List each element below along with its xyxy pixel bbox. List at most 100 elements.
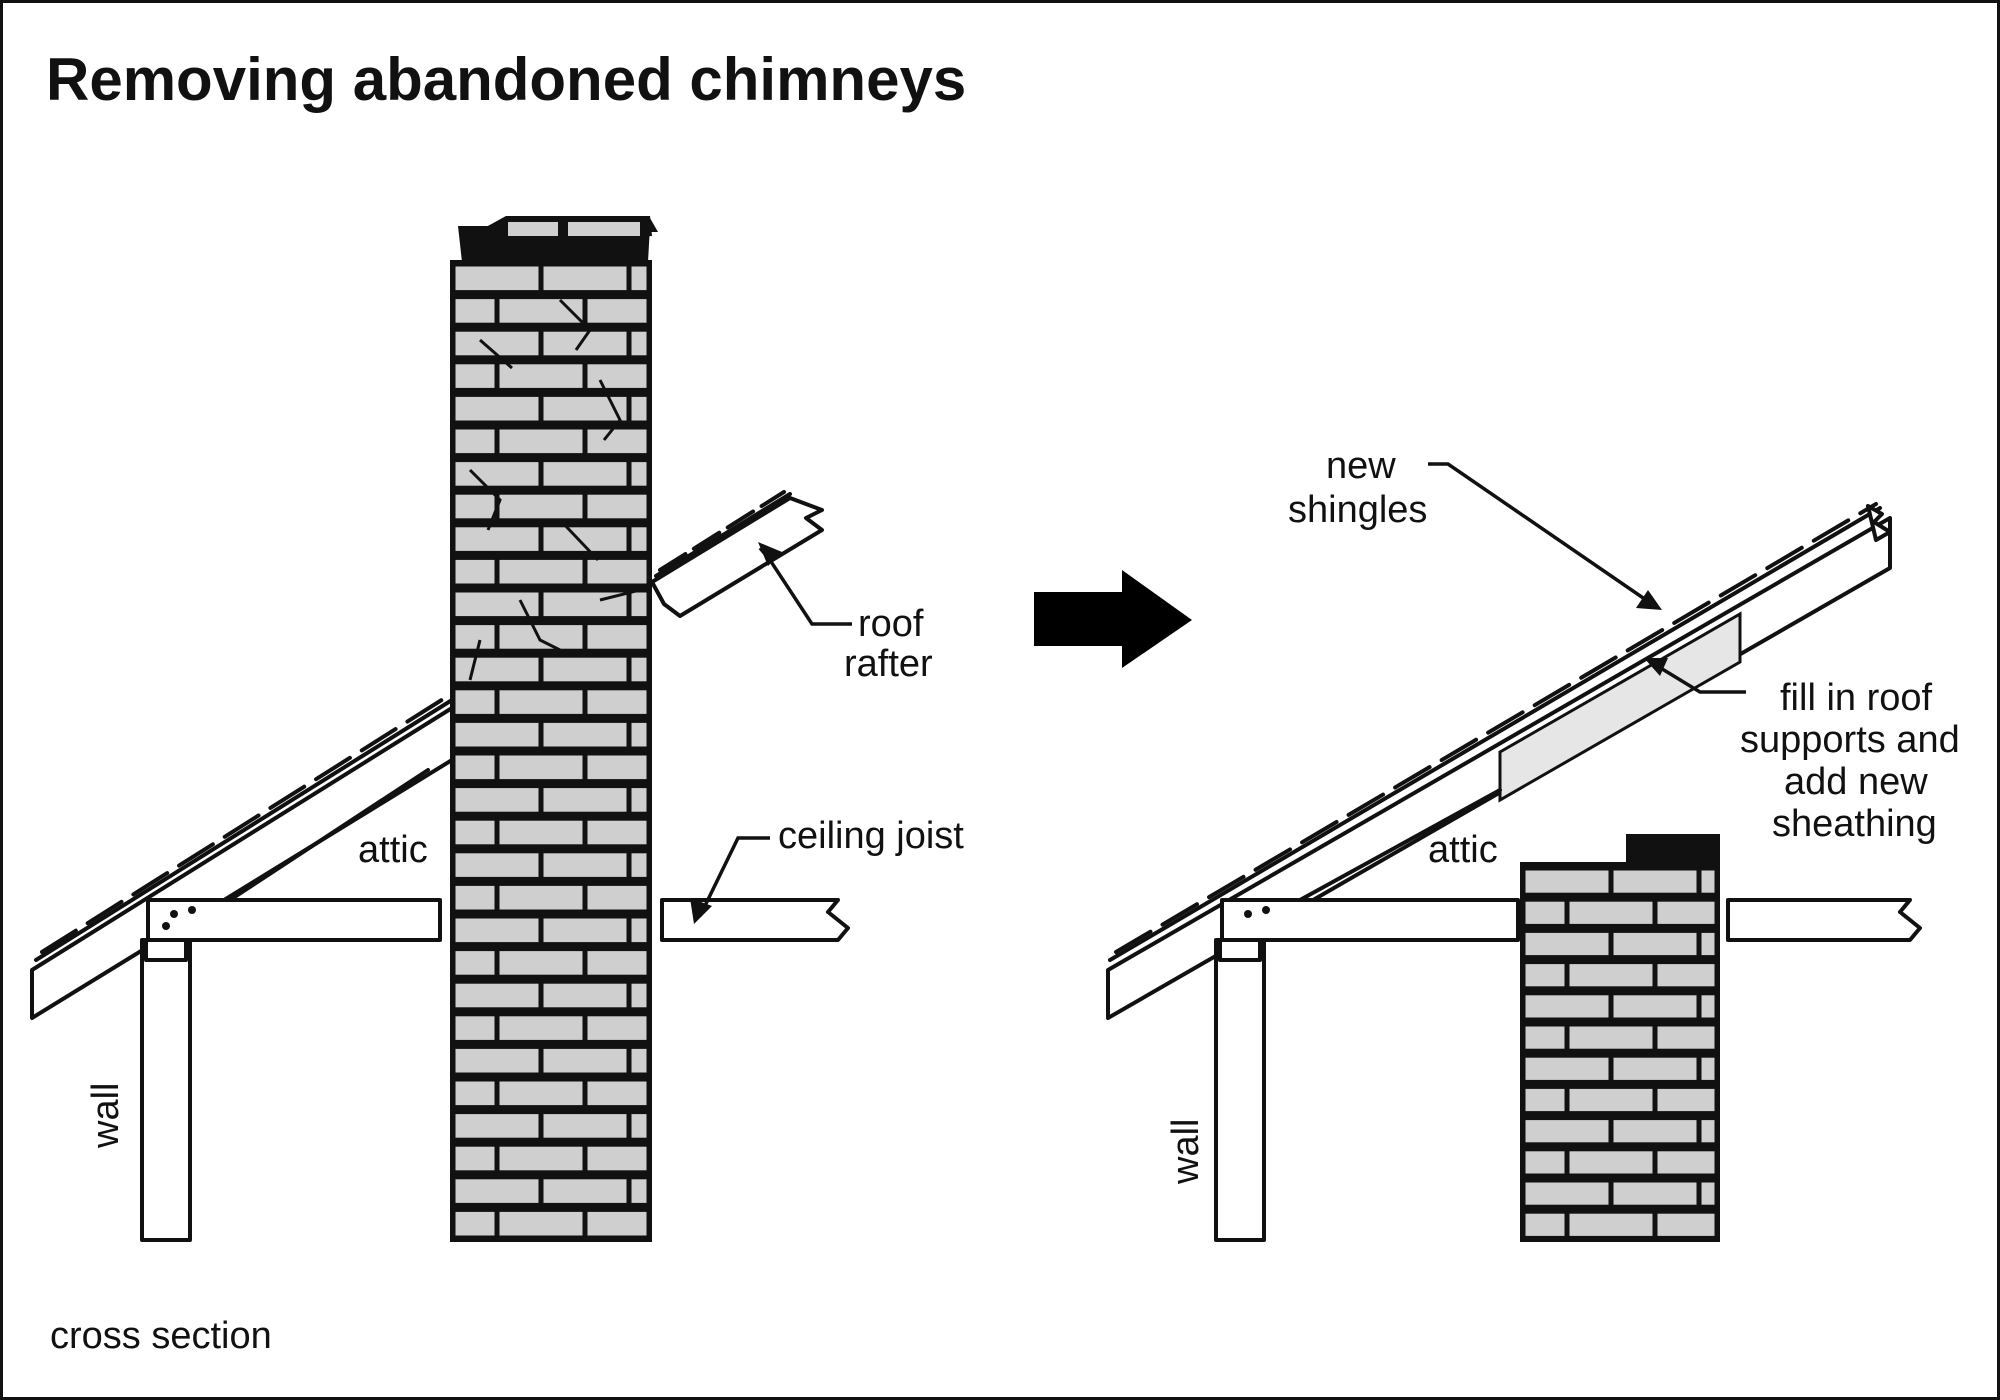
brick — [499, 1211, 583, 1236]
brick — [631, 592, 647, 617]
brick — [587, 299, 647, 323]
brick — [543, 1179, 627, 1203]
brick — [631, 266, 647, 291]
brick — [455, 266, 539, 291]
brick — [1525, 1213, 1565, 1236]
wall-top-plate-right — [1218, 938, 1262, 962]
before-section: attic wall roof rafter ceiling joist cro… — [30, 216, 964, 1357]
brick — [587, 1016, 647, 1040]
brick — [587, 755, 647, 780]
brick — [587, 690, 647, 714]
brick — [631, 657, 647, 682]
brick — [455, 1081, 495, 1106]
brick — [587, 625, 647, 649]
right-roof — [1106, 502, 1892, 1020]
chimney-bricks — [455, 266, 647, 1236]
cross-section-label: cross section — [50, 1315, 272, 1357]
brick-crack — [518, 599, 561, 652]
brick-crack — [468, 639, 482, 681]
brick — [543, 396, 627, 421]
brick-crack — [479, 338, 513, 370]
brick-crack — [558, 298, 592, 351]
new-shingles-label-1: new — [1326, 445, 1396, 487]
brick — [455, 592, 539, 617]
brick — [587, 559, 647, 584]
fill-label-4: sheathing — [1772, 803, 1937, 845]
fill-label-1: fill in roof — [1780, 677, 1932, 719]
attic-label-right: attic — [1428, 829, 1498, 871]
brick — [1525, 870, 1609, 893]
brick — [455, 885, 495, 910]
brick-crack — [468, 468, 502, 531]
brick — [455, 429, 495, 454]
wall-top-plate — [144, 938, 188, 962]
brick — [543, 788, 627, 812]
brick-crack — [599, 588, 641, 602]
wall-label-left: wall — [85, 1083, 127, 1149]
brick — [631, 722, 647, 747]
roof-rafter-label-1: roof — [858, 603, 924, 645]
brick — [455, 755, 495, 780]
brick — [631, 1179, 647, 1203]
brick — [587, 951, 647, 975]
brick — [455, 527, 539, 551]
brick — [499, 1081, 583, 1106]
brick — [1657, 1026, 1715, 1049]
arrow-right-icon — [1034, 570, 1192, 668]
brick — [499, 364, 583, 388]
brick — [587, 1211, 647, 1236]
brick — [499, 299, 583, 323]
brick — [499, 951, 583, 975]
brick — [499, 494, 583, 519]
brick — [455, 462, 539, 486]
brick — [455, 1146, 495, 1171]
attic-label-left: attic — [358, 829, 428, 871]
brick — [1569, 901, 1653, 924]
brick — [1701, 1182, 1715, 1205]
brick — [1525, 1088, 1565, 1112]
brick — [499, 820, 583, 845]
brick — [455, 983, 539, 1008]
brick — [1613, 932, 1697, 956]
brick — [543, 918, 627, 943]
brick — [499, 625, 583, 649]
brick — [543, 331, 627, 356]
brick — [455, 788, 539, 812]
brick — [455, 1211, 495, 1236]
brick — [1657, 1213, 1715, 1236]
brick — [1569, 1213, 1653, 1236]
brick — [1701, 995, 1715, 1018]
brick — [543, 1048, 627, 1073]
brick — [455, 299, 495, 323]
chimney-bricks-short — [1525, 870, 1715, 1236]
new-shingles-leader — [1428, 462, 1653, 606]
brick — [455, 364, 495, 388]
brick — [543, 1114, 627, 1138]
brick — [1701, 870, 1715, 893]
brick — [1569, 1026, 1653, 1049]
brick — [1525, 1182, 1609, 1205]
brick — [499, 559, 583, 584]
brick — [543, 853, 627, 877]
brick — [631, 396, 647, 421]
brick — [543, 527, 627, 551]
right-ceiling-joist — [1220, 898, 1922, 942]
brick — [499, 690, 583, 714]
page-title: Removing abandoned chimneys — [46, 46, 966, 113]
brick — [587, 820, 647, 845]
brick — [455, 657, 539, 682]
brick — [1657, 964, 1715, 987]
brick — [1613, 995, 1697, 1018]
brick — [1701, 1057, 1715, 1080]
fill-label-2: supports and — [1740, 719, 1960, 761]
brick — [631, 918, 647, 943]
brick — [543, 657, 627, 682]
brick — [543, 722, 627, 747]
brick — [543, 266, 627, 291]
ceiling-joist-leader — [698, 836, 770, 917]
brick — [455, 494, 495, 519]
brick — [631, 853, 647, 877]
brick — [631, 1114, 647, 1138]
brick — [543, 983, 627, 1008]
brick — [1701, 1120, 1715, 1143]
